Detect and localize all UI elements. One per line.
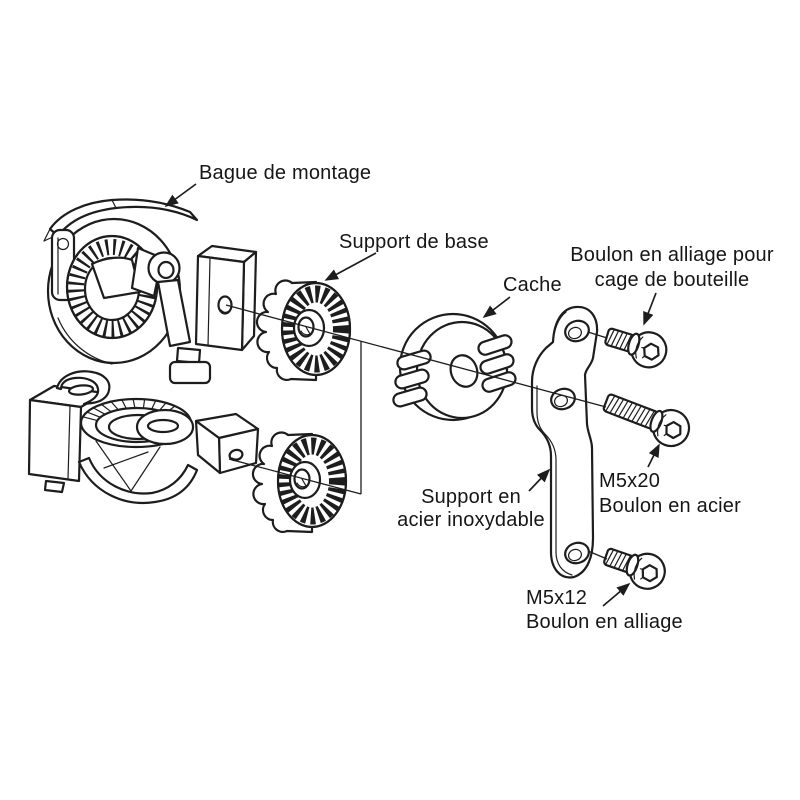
label-alloy-bolt-for-cage: Boulon en alliage pour cage de bouteille: [552, 243, 792, 293]
base-support-washer-upper: [257, 280, 350, 380]
stainless-steel-strap: [530, 305, 599, 579]
arrow-mounting-ring: [164, 183, 197, 208]
base-support-washer-lower: [253, 432, 346, 532]
cache-cap: [392, 312, 517, 422]
arrow-steel-bolt: [647, 443, 660, 468]
arrow-alloy-bolt-cage: [643, 292, 657, 326]
arrow-alloy-bolt: [602, 582, 631, 607]
label-base-support: Support de base: [339, 231, 489, 253]
label-cache: Cache: [503, 274, 562, 296]
label-steel-support-line1: Support en: [421, 486, 521, 508]
assembly-axis-lines: [225, 304, 608, 560]
label-steel-bolt-name: Boulon en acier: [599, 495, 741, 517]
label-steel-support-line2: acier inoxydable: [397, 509, 545, 531]
label-arrows: [164, 183, 660, 607]
mounting-ring-clamp-lower: [27, 370, 260, 505]
label-steel-bolt-size: M5x20: [599, 470, 661, 492]
arrow-steel-support: [528, 468, 551, 492]
label-steel-support: Support en acier inoxydable: [371, 486, 571, 532]
label-alloy-bolt-for-cage-line2: cage de bouteille: [594, 269, 750, 291]
label-alloy-bolt: M5x12 Boulon en alliage: [526, 586, 683, 634]
steel-bolt-m5x20: [598, 385, 696, 453]
label-alloy-bolt-size: M5x12: [526, 587, 588, 609]
label-alloy-bolt-name: Boulon en alliage: [526, 611, 683, 633]
label-mounting-ring: Bague de montage: [199, 162, 372, 184]
mounting-ring-clamp-upper: [43, 198, 258, 385]
arrow-cache: [482, 296, 511, 319]
arrow-base-support: [324, 252, 377, 281]
label-steel-bolt: M5x20 Boulon en acier: [599, 469, 741, 519]
label-alloy-bolt-for-cage-line1: Boulon en alliage pour: [570, 244, 774, 266]
alloy-bolt-for-cage: [600, 319, 672, 373]
